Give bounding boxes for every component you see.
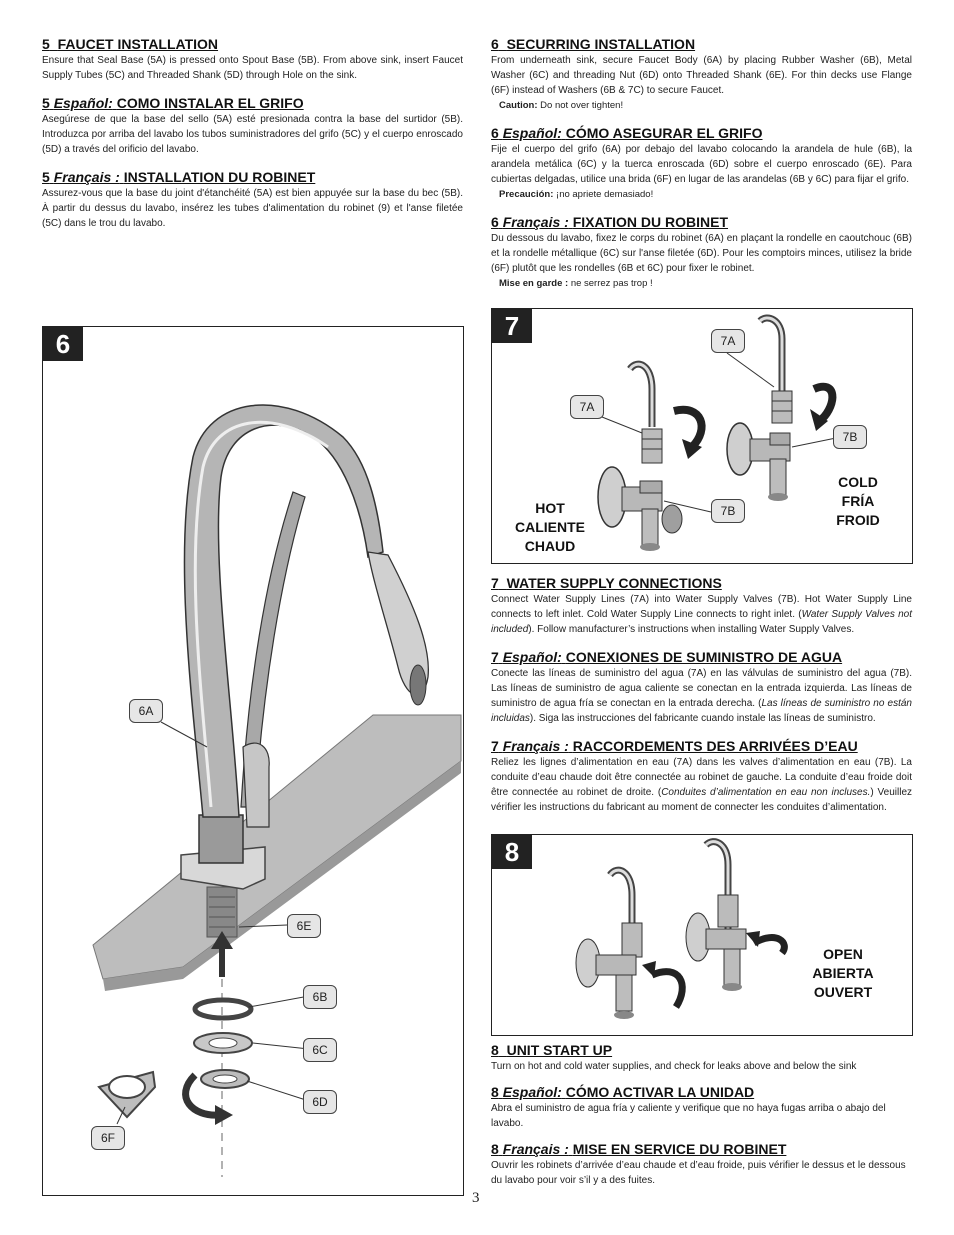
section-7: 7 WATER SUPPLY CONNECTIONS Connect Water… <box>491 575 912 637</box>
section-6-fr-body: Du dessous du lavabo, fixez le corps du … <box>491 233 912 274</box>
callout-6f: 6F <box>91 1126 125 1150</box>
figure-6-badge: 6 <box>43 327 83 361</box>
right-text-column-bottom: 8 UNIT START UP Turn on hot and cold wat… <box>491 1042 912 1188</box>
callout-7a-right: 7A <box>711 329 745 353</box>
open-valves-illustration <box>575 838 788 1019</box>
callout-6b: 6B <box>303 985 337 1009</box>
section-6-fr: 6 Français : FIXATION DU ROBINET Du dess… <box>491 214 912 291</box>
section-6-es-note: Precaución: ¡no apriete demasiado! <box>499 189 654 200</box>
callout-6d: 6D <box>303 1090 337 1114</box>
callout-7b-right: 7B <box>833 425 867 449</box>
callout-7a-left: 7A <box>570 395 604 419</box>
figure-7: 7 7A 7A <box>491 308 913 564</box>
section-6-es: 6 Español: CÓMO ASEGURAR EL GRIFO Fije e… <box>491 125 912 202</box>
section-5-heading: 5 FAUCET INSTALLATION <box>42 36 219 52</box>
section-8-body: Turn on hot and cold water supplies, and… <box>491 1061 857 1072</box>
section-8-fr-body: Ouvrir les robinets d’arrivée d’eau chau… <box>491 1160 906 1186</box>
section-7-heading: 7 WATER SUPPLY CONNECTIONS <box>491 575 722 591</box>
section-5-es: 5 Español: COMO INSTALAR EL GRIFO Asegúr… <box>42 95 463 157</box>
figure-8-badge: 8 <box>492 835 532 869</box>
callout-6c: 6C <box>303 1038 337 1062</box>
section-8: 8 UNIT START UP Turn on hot and cold wat… <box>491 1042 912 1074</box>
right-text-column-top: 6 SECURRING INSTALLATION From underneath… <box>491 36 912 303</box>
section-8-es-body: Abra el suministro de agua fría y calien… <box>491 1103 886 1129</box>
faucet-illustration <box>92 404 462 1177</box>
supply-valves-illustration <box>597 314 837 551</box>
page-number: 3 <box>472 1190 480 1206</box>
section-7-es-body: Conecte las líneas de suministro del agu… <box>491 668 912 724</box>
section-7-es: 7 Español: CONEXIONES DE SUMINISTRO DE A… <box>491 649 912 726</box>
section-8-es-heading: 8 Español: CÓMO ACTIVAR LA UNIDAD <box>491 1084 755 1100</box>
section-8-es: 8 Español: CÓMO ACTIVAR LA UNIDAD Abra e… <box>491 1084 912 1131</box>
section-7-es-heading: 7 Español: CONEXIONES DE SUMINISTRO DE A… <box>491 649 843 665</box>
section-7-fr-body: Reliez les lignes d’alimentation en eau … <box>491 757 912 813</box>
section-5: 5 FAUCET INSTALLATION Ensure that Seal B… <box>42 36 463 83</box>
section-6: 6 SECURRING INSTALLATION From underneath… <box>491 36 912 113</box>
section-8-fr-heading: 8 Français : MISE EN SERVICE DU ROBINET <box>491 1141 787 1157</box>
section-6-es-heading: 6 Español: CÓMO ASEGURAR EL GRIFO <box>491 125 763 141</box>
section-6-body: From underneath sink, secure Faucet Body… <box>491 55 912 96</box>
section-6-note: Caution: Do not over tighten! <box>499 100 624 111</box>
section-8-heading: 8 UNIT START UP <box>491 1042 613 1058</box>
section-8-fr: 8 Français : MISE EN SERVICE DU ROBINET … <box>491 1141 912 1188</box>
section-5-es-heading: 5 Español: COMO INSTALAR EL GRIFO <box>42 95 304 111</box>
figure-7-badge: 7 <box>492 309 532 343</box>
callout-6a: 6A <box>129 699 163 723</box>
section-7-fr: 7 Français : RACCORDEMENTS DES ARRIVÉES … <box>491 738 912 815</box>
left-text-column: 5 FAUCET INSTALLATION Ensure that Seal B… <box>42 36 463 243</box>
section-7-fr-heading: 7 Français : RACCORDEMENTS DES ARRIVÉES … <box>491 738 858 754</box>
section-5-body: Ensure that Seal Base (5A) is pressed on… <box>42 55 463 81</box>
section-5-fr: 5 Français : INSTALLATION DU ROBINET Ass… <box>42 169 463 231</box>
section-5-fr-body: Assurez-vous que la base du joint d'étan… <box>42 188 463 229</box>
section-7-body: Connect Water Supply Lines (7A) into Wat… <box>491 594 912 635</box>
section-5-fr-heading: 5 Français : INSTALLATION DU ROBINET <box>42 169 316 185</box>
right-text-column-mid: 7 WATER SUPPLY CONNECTIONS Connect Water… <box>491 575 912 827</box>
section-6-es-body: Fije el cuerpo del grifo (6A) por debajo… <box>491 144 912 185</box>
figure-6: 6 <box>42 326 464 1196</box>
section-6-fr-heading: 6 Français : FIXATION DU ROBINET <box>491 214 729 230</box>
section-6-fr-note: Mise en garde : ne serrez pas trop ! <box>499 278 653 289</box>
section-5-es-body: Asegúrese de que la base del sello (5A) … <box>42 114 463 155</box>
section-6-heading: 6 SECURRING INSTALLATION <box>491 36 696 52</box>
callout-7b-left: 7B <box>711 499 745 523</box>
callout-6e: 6E <box>287 914 321 938</box>
